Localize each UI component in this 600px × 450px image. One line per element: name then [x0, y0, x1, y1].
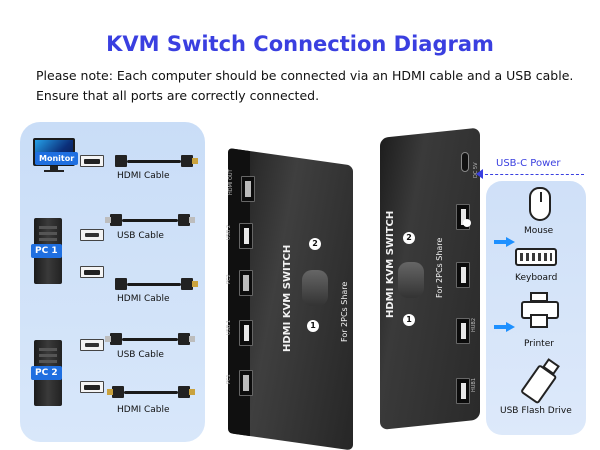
usb-c-power-arrow-icon	[476, 169, 483, 179]
kvm-back-hub1-port	[456, 378, 470, 404]
pc1-hdmi-port	[80, 266, 104, 278]
usb-c-power-line	[480, 174, 584, 175]
pc1-tag: PC 1	[31, 244, 62, 258]
peripheral-label-keyboard: Keyboard	[515, 273, 558, 283]
button-2-front[interactable]: 2	[309, 238, 321, 250]
hdmi-cable-monitor	[115, 155, 198, 167]
kvm-pc1-port	[239, 370, 253, 396]
device-label-front: HDMI KVM SWITCH	[282, 244, 293, 352]
port-tag-pc1: PC1	[226, 374, 232, 384]
page-title: KVM Switch Connection Diagram	[106, 32, 494, 56]
status-led	[463, 219, 471, 227]
connection-note: Please note: Each computer should be con…	[36, 66, 576, 106]
keyboard-icon	[515, 248, 557, 266]
kvm-selector-back[interactable]	[398, 262, 424, 298]
port-tag-hub1: HUB1	[471, 377, 477, 392]
button-1-front[interactable]: 1	[307, 320, 319, 332]
monitor-hdmi-port	[80, 155, 104, 167]
kvm-back-usb-port-2	[456, 262, 470, 288]
usb-cable-pc1	[105, 214, 195, 226]
kvm-pc2-port	[239, 270, 253, 296]
arrow-right-icon	[494, 322, 516, 332]
usb-cable-pc2	[105, 333, 195, 345]
cable-label-4: USB Cable	[117, 350, 164, 360]
note-line-2: Ensure that all ports are correctly conn…	[36, 88, 320, 103]
arrow-right-icon	[494, 237, 516, 247]
device-sublabel-front: For 2PCs Share	[340, 281, 349, 342]
kvm-back-hub2-port	[456, 318, 470, 344]
pc1-usb-port	[80, 229, 104, 241]
note-line-1: Please note: Each computer should be con…	[36, 68, 574, 83]
button-2-back[interactable]: 2	[403, 232, 415, 244]
device-sublabel-back: For 2PCs Share	[435, 237, 444, 298]
kvm-usb1-port	[239, 320, 253, 346]
cable-label-3: HDMI Cable	[117, 294, 170, 304]
kvm-usb2-port	[239, 223, 253, 249]
port-tag-usb2: USB 2	[226, 224, 232, 240]
pc2-hdmi-port	[80, 381, 104, 393]
printer-icon	[521, 292, 559, 330]
kvm-hdmi-out-port	[241, 176, 255, 202]
pc2-usb-port	[80, 339, 104, 351]
hdmi-cable-pc2	[107, 386, 195, 398]
peripheral-label-mouse: Mouse	[524, 226, 554, 236]
device-label-back: HDMI KVM SWITCH	[385, 210, 396, 318]
port-tag-pc2: PC2	[226, 274, 232, 284]
monitor-tag: Monitor	[35, 152, 79, 165]
peripheral-label-flash-drive: USB Flash Drive	[500, 406, 572, 416]
usb-c-power-label: USB-C Power	[496, 158, 561, 169]
button-1-back[interactable]: 1	[403, 314, 415, 326]
port-tag-usb1: USB 1	[226, 319, 232, 335]
peripheral-label-printer: Printer	[524, 339, 554, 349]
hdmi-cable-pc1	[115, 278, 198, 290]
mouse-icon	[529, 187, 551, 221]
kvm-selector-front[interactable]	[302, 270, 328, 306]
port-tag-hdmi-out: HDMI OUT	[228, 169, 234, 195]
cable-label-1: HDMI Cable	[117, 171, 170, 181]
pc2-tag: PC 2	[31, 366, 62, 380]
cable-label-5: HDMI Cable	[117, 405, 170, 415]
cable-label-2: USB Cable	[117, 231, 164, 241]
port-tag-hub2: HUB2	[471, 317, 477, 332]
usb-c-power-port	[461, 152, 469, 172]
